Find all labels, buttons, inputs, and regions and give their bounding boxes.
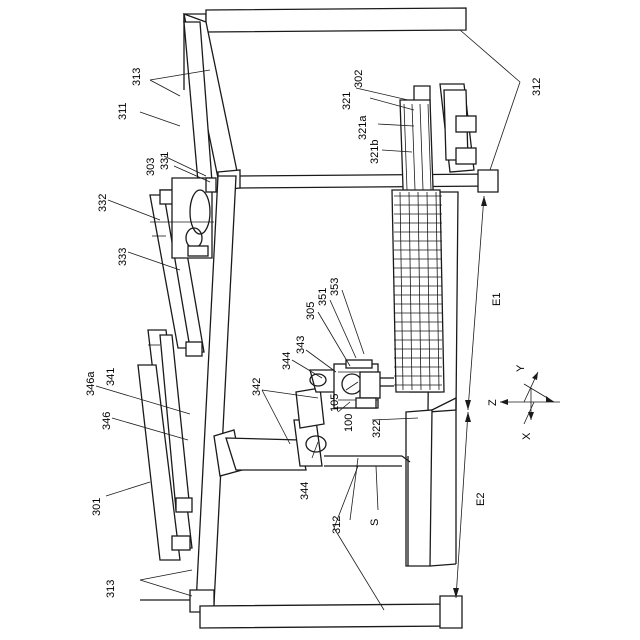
robot-arm	[214, 370, 410, 566]
axis-label-Z: Z	[487, 399, 499, 406]
frame-bottom-rails	[200, 596, 462, 628]
label-105: 105	[329, 394, 341, 412]
label-312-top: 312	[531, 78, 543, 96]
label-321b: 321b	[369, 140, 381, 164]
label-333: 333	[117, 248, 129, 266]
label-331: 331	[159, 152, 171, 170]
label-E1: E1	[491, 293, 503, 306]
label-311: 311	[117, 102, 129, 120]
label-312-bottom: 312	[331, 516, 343, 534]
label-301: 301	[91, 498, 103, 516]
gantry-assembly	[150, 178, 216, 356]
label-321: 321	[341, 92, 353, 110]
label-321a: 321a	[357, 115, 369, 140]
base-blocks-301	[138, 330, 192, 600]
label-344-top: 344	[281, 352, 293, 370]
axis-label-Y: Y	[515, 364, 527, 372]
dimension-arrows	[453, 196, 487, 598]
axis-label-X: X	[521, 432, 533, 440]
label-344-bottom: 344	[299, 482, 311, 500]
tray-grid-321	[392, 100, 444, 392]
label-302: 302	[353, 70, 365, 88]
label-341: 341	[105, 368, 117, 386]
label-342: 342	[251, 378, 263, 396]
label-S: S	[369, 519, 381, 526]
label-353: 353	[329, 278, 341, 296]
label-322: 322	[371, 420, 383, 438]
label-E2: E2	[475, 493, 487, 506]
label-346: 346	[101, 412, 113, 430]
label-100: 100	[343, 414, 355, 432]
label-332: 332	[97, 194, 109, 212]
axis-indicator	[500, 372, 560, 424]
label-346a: 346a	[85, 371, 97, 396]
right-base-panel	[406, 398, 456, 566]
tool-head	[334, 360, 394, 408]
label-351: 351	[317, 288, 329, 306]
label-303: 303	[145, 158, 157, 176]
label-343: 343	[295, 336, 307, 354]
label-305: 305	[305, 302, 317, 320]
label-313-top: 313	[131, 68, 143, 86]
label-313-bottom: 313	[105, 580, 117, 598]
